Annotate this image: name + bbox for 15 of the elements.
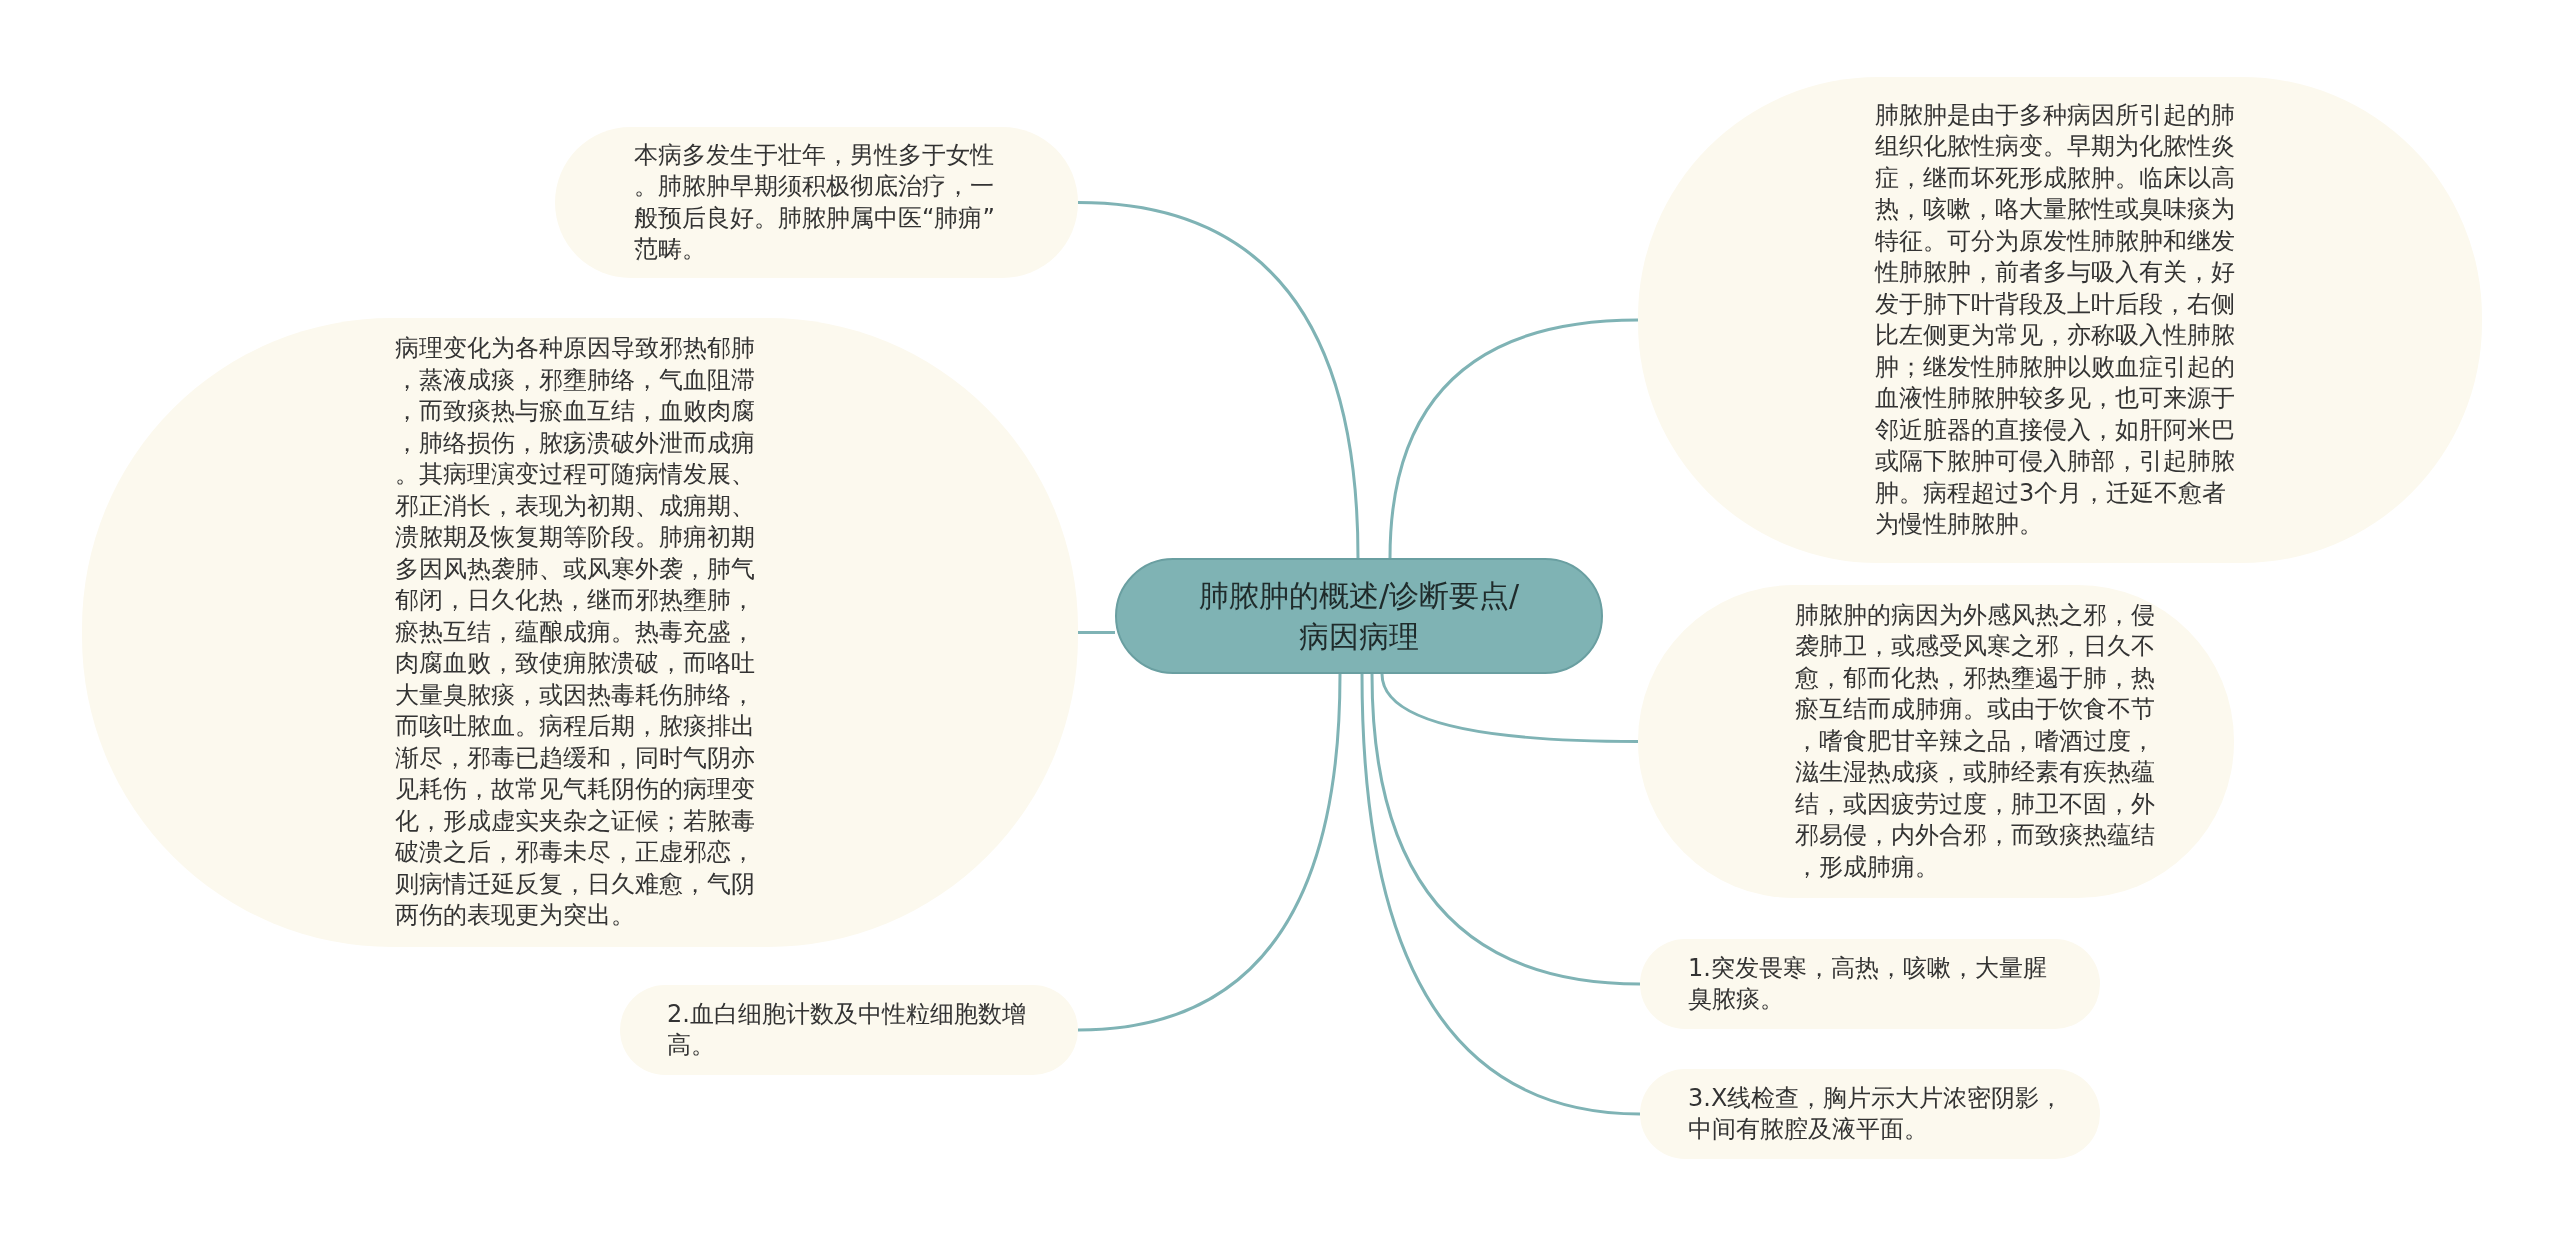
- note-bubble: 3.X线检查，胸片示大片浓密阴影，中间有脓腔及液平面。: [1640, 1069, 2100, 1159]
- note-bubble: 本病多发生于壮年，男性多于女性。肺脓肿早期须积极彻底治疗，一般预后良好。肺脓肿属中医“肺痈”范畴。: [555, 127, 1078, 278]
- connector-line: [1077, 673, 1342, 1032]
- connector-line: [1078, 631, 1115, 634]
- connector-line: [1388, 318, 1639, 559]
- note-bubble: 肺脓肿是由于多种病因所引起的肺组织化脓性病变。早期为化脓性炎症，继而坏死形成脓肿。临床以高热，咳嗽，咯大量脓性或臭味痰为特征。可分为原发性肺脓肿和继发性肺脓肿，前者多与吸入有关，好发于肺下叶背段及上叶后段，右侧比左侧更为常见，亦称吸入性肺脓肿；继发性肺脓肿以败血症引起的血液性肺脓肿较多见，也可来源于邻近脏器的直接侵入，如肝阿米巴或隔下脓肿可侵入肺部，引起肺脓肿。病程超过3个月，迁延不愈者为慢性肺脓肿。: [1638, 77, 2482, 563]
- note-bubble: 2.血白细胞计数及中性粒细胞数增高。: [620, 985, 1078, 1075]
- note-bubble: 肺脓肿的病因为外感风热之邪，侵袭肺卫，或感受风寒之邪，日久不愈，郁而化热，邪热壅遏于肺，热瘀互结而成肺痈。或由于饮食不节，嗜食肥甘辛辣之品，嗜酒过度，滋生湿热成痰，或肺经素有疾热蕴结，或因疲劳过度，肺卫不固，外邪易侵，内外合邪，而致痰热蕴结，形成肺痈。: [1638, 585, 2234, 898]
- connector-line: [1077, 201, 1360, 559]
- connector-line: [1380, 673, 1638, 743]
- note-bubble: 1.突发畏寒，高热，咳嗽，大量腥臭脓痰。: [1640, 939, 2100, 1029]
- connector-line: [1360, 673, 1641, 1116]
- note-bubble: 病理变化为各种原因导致邪热郁肺，蒸液成痰，邪壅肺络，气血阻滞，而致痰热与瘀血互结，血败肉腐，肺络损伤，脓疡溃破外泄而成痈。其病理演变过程可随病情发展、邪正消长，表现为初期、成痈期、溃脓期及恢复期等阶段。肺痈初期多因风热袭肺、或风寒外袭，肺气郁闭，日久化热，继而邪热壅肺，瘀热互结，蕴酿成痈。热毒充盛，肉腐血败，致使痈脓溃破，而咯吐大量臭脓痰，或因热毒耗伤肺络，而咳吐脓血。病程后期，脓痰排出渐尽，邪毒已趋缓和，同时气阴亦见耗伤，故常见气耗阴伤的病理变化，形成虚实夹杂之证候；若脓毒破溃之后，邪毒未尽，正虚邪恋，则病情迁延反复，日久难愈，气阴两伤的表现更为突出。: [82, 318, 1078, 947]
- central-topic: 肺脓肿的概述/诊断要点/病因病理: [1115, 558, 1603, 674]
- connector-line: [1370, 673, 1641, 986]
